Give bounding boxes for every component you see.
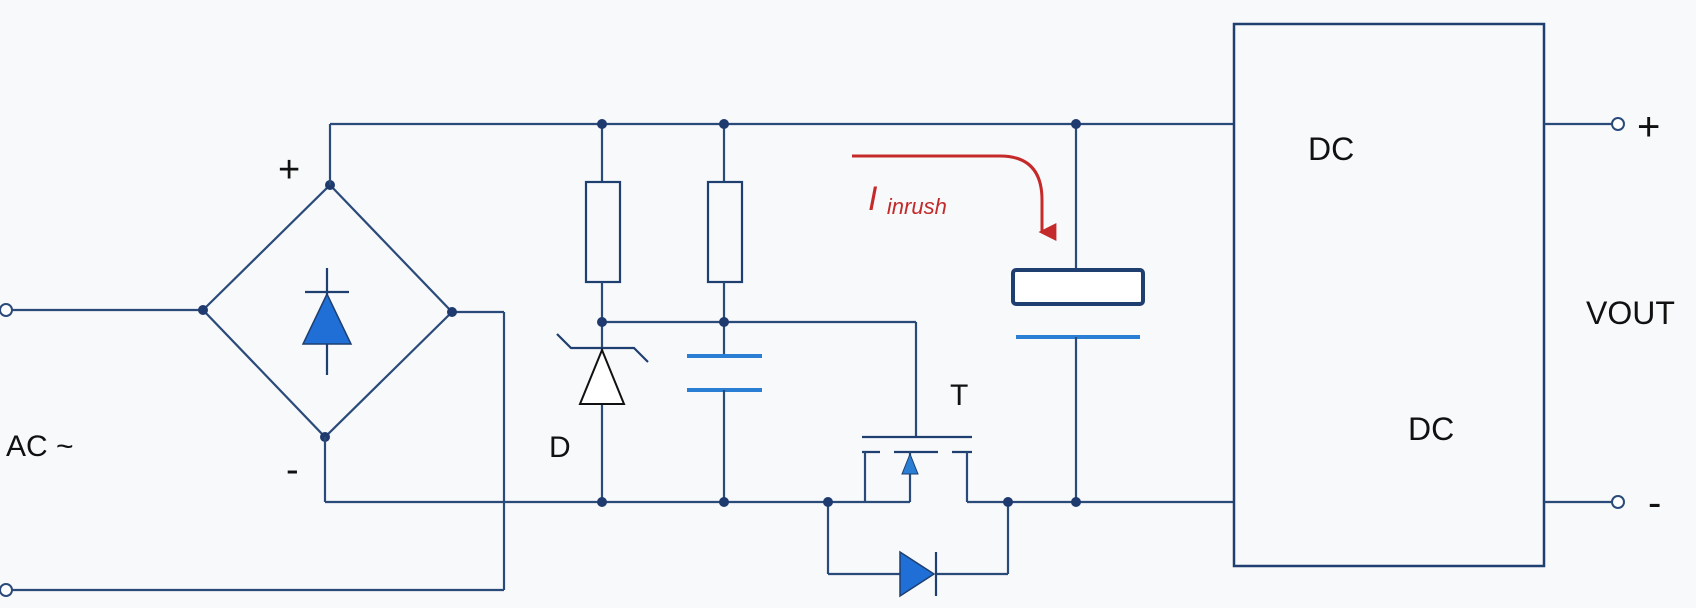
diode-icon xyxy=(899,550,938,598)
junction-nodes xyxy=(597,119,1081,507)
inrush-i: I xyxy=(868,180,878,218)
mosfet-t xyxy=(825,435,1008,504)
bridge-node-left xyxy=(198,305,208,315)
output-terminals xyxy=(1544,117,1625,509)
body-diode-loop xyxy=(826,502,1010,598)
zener-diode-icon xyxy=(556,322,649,502)
bridge-rectifier xyxy=(198,180,506,590)
diode-icon xyxy=(301,268,353,375)
capacitor-small xyxy=(687,354,762,502)
output-minus-label: - xyxy=(1648,481,1661,525)
bridge-minus-label: - xyxy=(286,449,299,491)
bridge-plus-label: + xyxy=(278,149,300,191)
bulk-capacitor xyxy=(1011,124,1145,502)
ac-terminal-top xyxy=(0,303,13,317)
inrush-current-label: I inrush xyxy=(868,180,947,219)
zener-label: D xyxy=(549,431,571,464)
dc-dc-converter xyxy=(1232,22,1546,568)
ac-terminal-bottom xyxy=(0,583,13,597)
inrush-subscript: inrush xyxy=(887,194,947,219)
output-terminal-minus xyxy=(1611,495,1625,509)
ac-input-wires xyxy=(0,303,504,597)
ac-input-label: AC ~ xyxy=(6,430,74,463)
mosfet-label: T xyxy=(950,379,968,412)
inrush-annotation: I inrush xyxy=(852,154,1057,241)
bridge-diode-triangle xyxy=(301,292,353,345)
resistor-1 xyxy=(584,124,622,322)
converter-out-label: DC xyxy=(1408,411,1454,447)
converter-in-label: DC xyxy=(1308,131,1354,167)
output-terminal-plus xyxy=(1611,117,1625,131)
output-plus-label: + xyxy=(1637,105,1660,149)
bridge-node-right xyxy=(447,307,457,317)
dc-rails xyxy=(323,122,1234,504)
vout-label: VOUT xyxy=(1586,295,1675,331)
curved-arrow-icon xyxy=(852,154,1057,241)
